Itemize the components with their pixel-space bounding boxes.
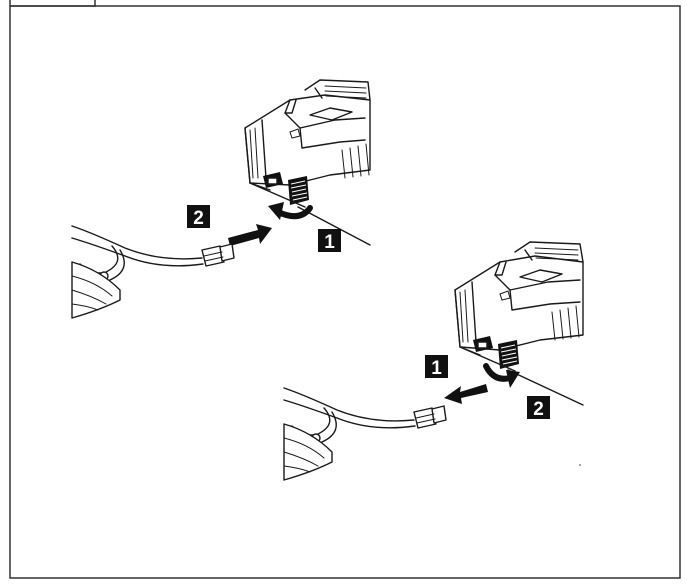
cable-connector-top [71, 225, 235, 319]
bottom-step-2-label: 2 [533, 399, 544, 420]
arrow-left-icon [444, 384, 488, 404]
top-step-2-badge: 2 [187, 205, 210, 229]
figure-frame [9, 5, 681, 579]
bottom-step-2-badge: 2 [527, 396, 550, 420]
bottom-illustration: 1 2 [283, 241, 584, 481]
curved-arrow-icon-bottom [483, 363, 520, 388]
bottom-step-1-label: 1 [431, 358, 442, 379]
top-step-1-badge: 1 [318, 229, 341, 253]
top-illustration: 2 1 [71, 79, 371, 319]
cable-connector-bottom [283, 387, 447, 481]
bottom-step-1-badge: 1 [425, 355, 448, 379]
top-step-2-label: 2 [193, 208, 204, 229]
printer-bottom [454, 241, 584, 466]
top-step-1-label: 1 [324, 232, 335, 253]
printer-top [244, 79, 371, 246]
figure-tab [9, 0, 96, 7]
arrow-right-icon [228, 224, 272, 246]
curved-arrow-icon [268, 202, 313, 220]
